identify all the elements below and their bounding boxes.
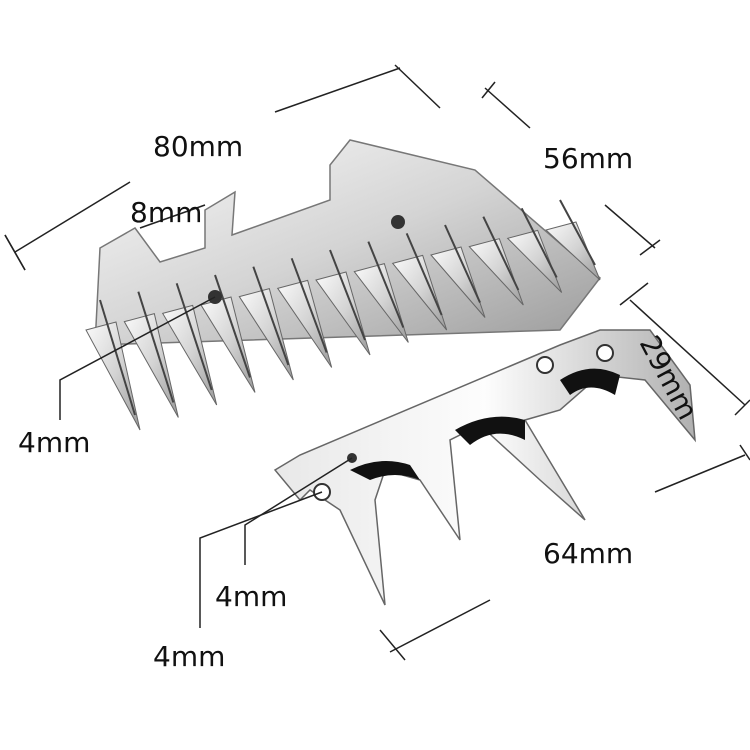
comb-tooth-shadow — [137, 291, 175, 403]
comb-tooth-shadow — [290, 257, 328, 353]
cutter-slot — [455, 416, 525, 445]
dim-8mm — [139, 204, 206, 229]
comb-tooth — [353, 263, 409, 343]
comb-tooth — [315, 271, 371, 356]
cutter-hole — [596, 344, 614, 362]
label-cutter-width: 64mm — [543, 537, 634, 570]
comb-tooth — [276, 279, 333, 368]
comb-tooth-shadow — [214, 274, 251, 378]
dim-80mm-right — [274, 67, 401, 113]
comb-tooth-shadow — [405, 232, 443, 316]
leader-cutter-hole-1 — [244, 457, 353, 565]
comb-tooth-shadow — [520, 207, 558, 278]
label-cutter-hole-2: 4mm — [153, 640, 226, 673]
comb-tooth — [468, 238, 524, 306]
comb-tooth-shadow — [367, 241, 405, 328]
dim-64mm-right — [654, 454, 746, 493]
dim-64mm-right-tick — [739, 444, 750, 461]
comb-blade — [85, 139, 602, 431]
leader-cutter-hole-2 — [199, 491, 323, 628]
comb-tooth — [238, 288, 294, 381]
cutter-hole — [536, 356, 554, 374]
dim-29mm — [629, 299, 746, 406]
comb-tooth — [123, 313, 179, 418]
comb-tooth — [506, 229, 563, 293]
comb-tooth-shadow — [444, 224, 481, 303]
comb-tooth — [430, 246, 486, 318]
dim-80mm-right-tick — [394, 64, 441, 109]
dim-56mm-top — [484, 87, 531, 129]
dimension-lines — [4, 64, 750, 661]
label-comb-hole: 4mm — [18, 426, 91, 459]
label-slot-width: 8mm — [130, 196, 203, 229]
dim-56mm-tick — [481, 81, 496, 99]
comb-tooth — [391, 254, 448, 331]
cutter-slot — [560, 368, 620, 395]
comb-tooth — [85, 321, 141, 431]
dim-56mm-bottom — [604, 204, 656, 249]
dim-29mm-tick — [619, 282, 649, 306]
comb-tooth-shadow — [329, 249, 366, 341]
comb-tooth-shadow — [99, 299, 136, 416]
dim-29mm-tick — [734, 399, 750, 416]
cutter-slot — [350, 461, 420, 480]
dim-80mm-left-tick — [4, 234, 26, 271]
comb-tooth-shadow — [482, 216, 520, 291]
label-comb-width: 80mm — [153, 130, 244, 163]
label-cutter-hole-1: 4mm — [215, 580, 288, 613]
comb-tooth-shadow — [175, 283, 213, 391]
comb-tooth — [161, 304, 218, 406]
comb-hole — [391, 215, 405, 229]
cutter-blade — [273, 329, 696, 606]
dim-64mm-left-tick — [379, 629, 406, 661]
dim-80mm-left — [14, 181, 131, 253]
comb-tooth-shadow — [252, 266, 290, 366]
dim-64mm-left — [389, 599, 491, 653]
leader-comb-hole — [59, 296, 216, 420]
label-comb-length: 56mm — [543, 142, 634, 175]
dim-56mm-tick — [639, 239, 661, 256]
comb-tooth-shadow — [559, 199, 596, 266]
